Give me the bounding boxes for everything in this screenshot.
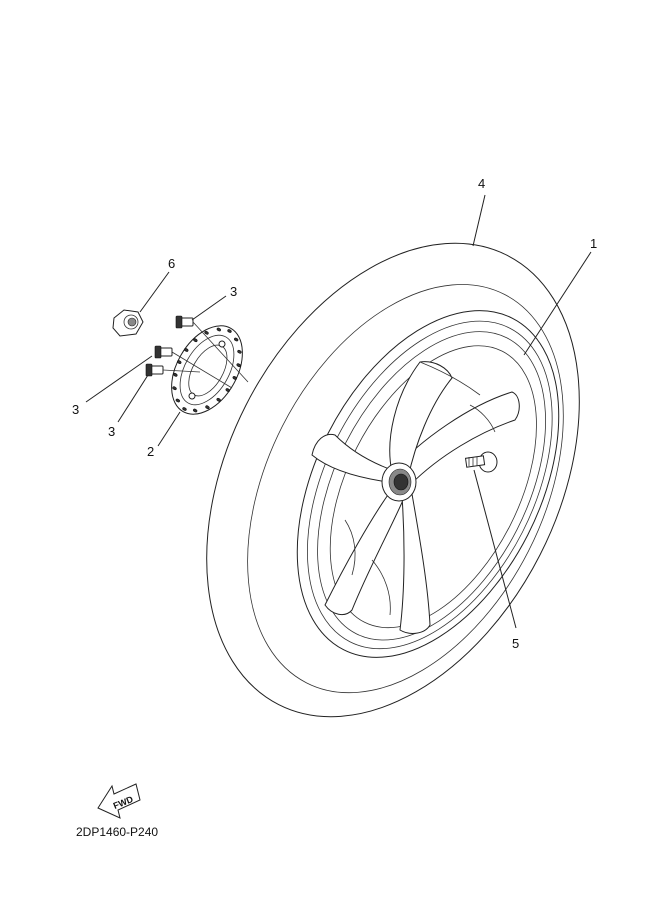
callout-3-top: 3 xyxy=(230,284,237,299)
callout-2: 2 xyxy=(147,444,154,459)
callout-3-bottom: 3 xyxy=(108,424,115,439)
leader-lines xyxy=(85,194,592,629)
bolt-middle xyxy=(154,345,173,359)
wheel-spokes xyxy=(311,361,520,634)
axle-nut xyxy=(112,309,144,337)
callout-5: 5 xyxy=(512,636,519,651)
callout-1: 1 xyxy=(590,236,597,251)
forward-arrow-icon: FWD xyxy=(97,783,141,819)
callout-3-middle: 3 xyxy=(72,402,79,417)
sensor-rotor xyxy=(171,325,243,415)
bolt-bottom xyxy=(145,363,164,377)
tire-valve xyxy=(464,451,498,473)
callout-4: 4 xyxy=(478,176,485,191)
wheel-hub xyxy=(381,462,417,502)
bolt-top xyxy=(175,315,194,329)
callout-6: 6 xyxy=(168,256,175,271)
diagram-code: 2DP1460-P240 xyxy=(76,825,158,839)
